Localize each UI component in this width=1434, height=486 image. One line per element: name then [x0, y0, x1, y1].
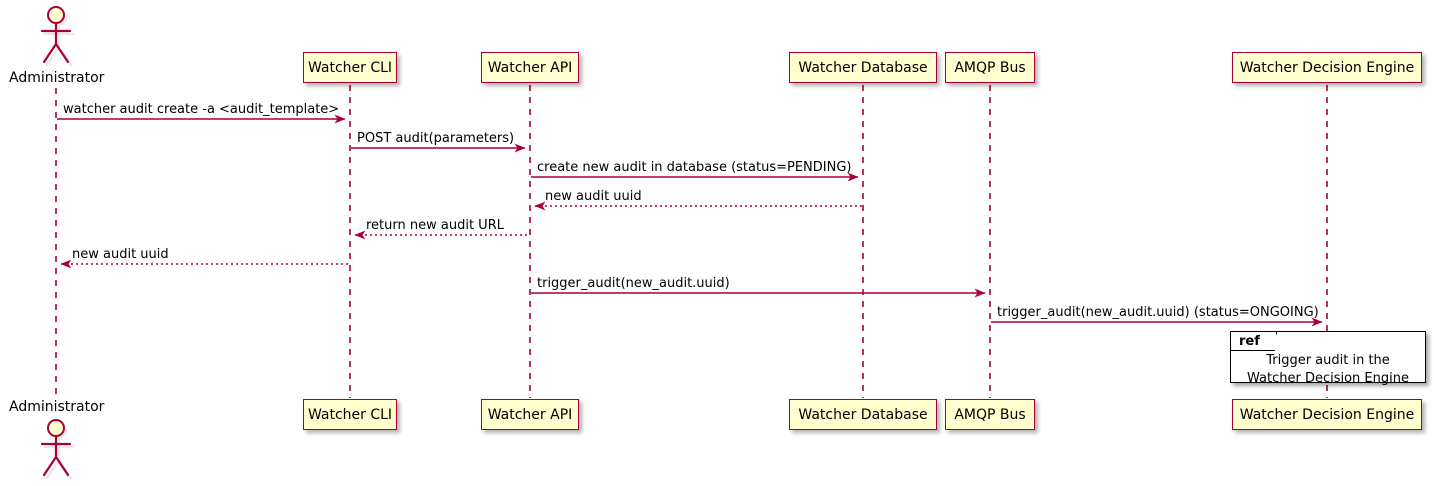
participant-box-decision-engine-bottom[interactable]: Watcher Decision Engine [1232, 399, 1422, 430]
message-label-1: watcher audit create -a <audit_template> [63, 102, 340, 117]
ref-frame-body: Trigger audit in the Watcher Decision En… [1231, 352, 1425, 387]
participant-box-decision-engine-top[interactable]: Watcher Decision Engine [1232, 52, 1422, 83]
participant-label: Watcher Decision Engine [1239, 406, 1415, 423]
participant-box-watcher-db-top[interactable]: Watcher Database [789, 52, 937, 83]
participant-box-watcher-api-top[interactable]: Watcher API [481, 52, 579, 83]
participant-label: AMQP Bus [954, 406, 1026, 423]
ref-frame-tab-corner [1275, 332, 1287, 351]
participant-box-amqp-bus-top[interactable]: AMQP Bus [945, 52, 1035, 83]
ref-body-line-1: Trigger audit in the [1266, 353, 1390, 368]
message-label-4: new audit uuid [545, 189, 642, 204]
message-arrows [57, 114, 1323, 327]
message-label-5: return new audit URL [366, 218, 504, 233]
message-label-8: trigger_audit(new_audit.uuid) (status=ON… [997, 305, 1319, 320]
ref-keyword-label: ref [1239, 333, 1260, 349]
actor-administrator-top [40, 6, 75, 67]
participant-box-amqp-bus-bottom[interactable]: AMQP Bus [945, 399, 1035, 430]
actor-label-administrator-top: Administrator [9, 70, 105, 86]
participant-label: Watcher Database [798, 59, 928, 76]
message-label-6: new audit uuid [72, 247, 169, 262]
participant-label: AMQP Bus [954, 59, 1026, 76]
participant-label: Watcher API [487, 406, 573, 423]
message-label-3: create new audit in database (status=PEN… [537, 160, 852, 175]
participant-box-watcher-db-bottom[interactable]: Watcher Database [789, 399, 937, 430]
participant-label: Watcher CLI [307, 406, 393, 423]
participant-label: Watcher API [487, 59, 573, 76]
actor-administrator-bottom [40, 419, 75, 480]
actor-label-administrator-bottom: Administrator [9, 399, 105, 415]
participant-box-watcher-cli-top[interactable]: Watcher CLI [303, 52, 397, 83]
participant-label: Watcher Database [798, 406, 928, 423]
participant-label: Watcher CLI [307, 59, 393, 76]
message-label-7: trigger_audit(new_audit.uuid) [537, 276, 730, 291]
ref-frame-keyword-tab: ref [1231, 332, 1277, 351]
participant-box-watcher-api-bottom[interactable]: Watcher API [481, 399, 579, 430]
ref-body-line-2: Watcher Decision Engine [1247, 370, 1409, 386]
message-label-2: POST audit(parameters) [357, 131, 515, 146]
participant-label: Watcher Decision Engine [1239, 59, 1415, 76]
participant-box-watcher-cli-bottom[interactable]: Watcher CLI [303, 399, 397, 430]
ref-frame: ref Trigger audit in the Watcher Decisio… [1230, 331, 1426, 386]
lifelines [55, 85, 1328, 398]
